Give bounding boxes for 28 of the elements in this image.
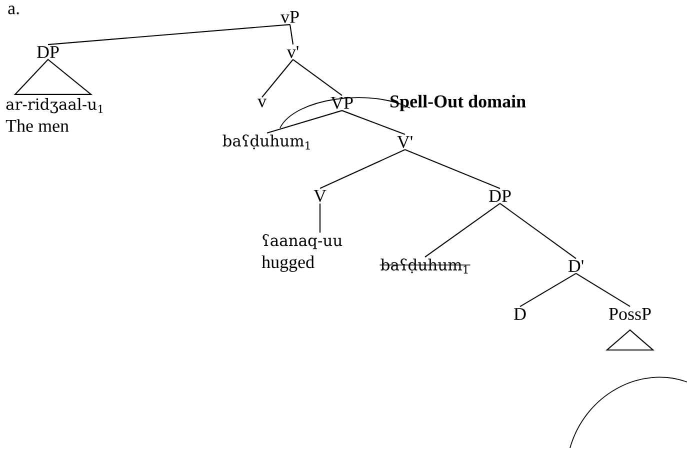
- branch-line: [320, 149, 406, 189]
- leaf-text: baʕḍuhum$_{1}$: [222, 134, 310, 150]
- phrase-label: V': [397, 136, 412, 148]
- branch-line: [424, 203, 500, 258]
- phrase-label: PossP: [609, 308, 651, 320]
- branch-line: [404, 149, 500, 190]
- example-letter: a.: [8, 6, 19, 14]
- phrase-label: V: [314, 190, 326, 202]
- domain-label: Spell-Out domain: [390, 94, 526, 112]
- branch-line: [576, 273, 630, 307]
- branch-line: [292, 59, 342, 96]
- phrase-label: v': [286, 46, 298, 58]
- phrase-label: D': [568, 260, 584, 272]
- branch-line: [266, 110, 342, 134]
- phrase-label: DP: [37, 46, 59, 58]
- branch-line: [48, 24, 290, 46]
- leaf-text: ar-ridʒaal-u$_{1}$ The men: [6, 98, 102, 132]
- phrase-label: DP: [489, 190, 511, 202]
- leaf-text: ʕaanaq-uu hugged: [262, 234, 342, 272]
- branch-line: [262, 59, 294, 98]
- branch-line: [520, 272, 576, 308]
- branch-line: [500, 203, 576, 259]
- branch-line: [342, 110, 406, 135]
- branch-line: [319, 204, 321, 233]
- phrase-label: v: [258, 98, 266, 108]
- phrase-label: D: [514, 308, 526, 320]
- phrase-label: vP: [280, 11, 299, 23]
- branch-line: [289, 24, 294, 45]
